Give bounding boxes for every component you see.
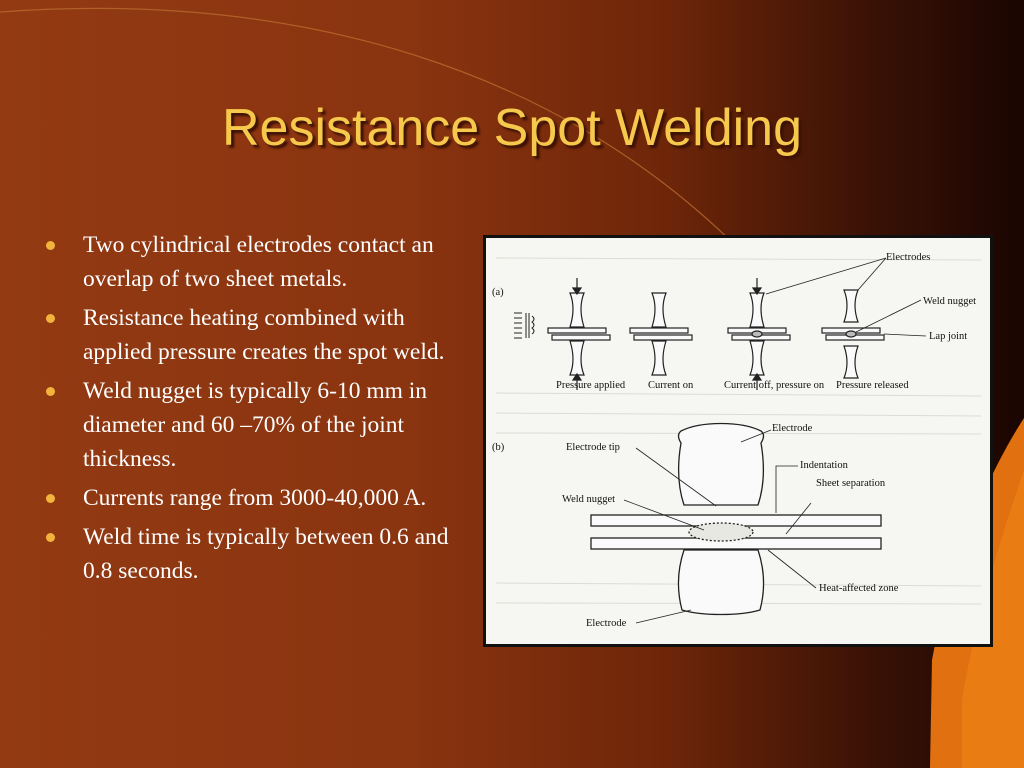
spot-welding-diagram: (a) (483, 235, 993, 647)
bullet-item: Weld nugget is typically 6-10 mm in diam… (44, 374, 454, 476)
bullet-item: Two cylindrical electrodes contact an ov… (44, 228, 454, 296)
scan-background (495, 257, 982, 605)
bullet-text: Weld time is typically between 0.6 and 0… (83, 524, 449, 584)
bullet-icon (46, 241, 55, 250)
lap-joint-label: Lap joint (929, 331, 967, 342)
bullet-text: Currents range from 3000-40,000 A. (83, 485, 427, 511)
slide-title: Resistance Spot Welding (221, 99, 803, 157)
stage-label: Pressure applied (556, 380, 626, 391)
heat-affected-zone-label: Heat-affected zone (819, 583, 899, 594)
cross-section (590, 422, 882, 616)
weld-nugget-label-b: Weld nugget (562, 494, 615, 505)
bullet-item: Weld time is typically between 0.6 and 0… (44, 520, 454, 588)
bullet-text: Two cylindrical electrodes contact an ov… (83, 232, 434, 292)
electrode-tip-label: Electrode tip (566, 442, 620, 453)
part-a-label: (a) (492, 287, 504, 298)
bullet-icon (46, 533, 55, 542)
weld-nugget-label-a: Weld nugget (923, 296, 976, 307)
leader-lines-a (765, 257, 927, 337)
bullet-icon (46, 387, 55, 396)
pressure-arrows (571, 278, 857, 390)
electrode-stage-group (547, 289, 885, 379)
stage-label: Current off, pressure on (724, 380, 825, 391)
indentation-label: Indentation (800, 460, 849, 471)
bullet-text: Resistance heating combined with applied… (83, 305, 445, 365)
electrode-bottom-label: Electrode (586, 618, 627, 629)
stage-label: Current on (648, 380, 694, 391)
bullet-item: Resistance heating combined with applied… (44, 301, 454, 369)
bullet-text: Weld nugget is typically 6-10 mm in diam… (83, 378, 428, 472)
diagram-svg: (a) (492, 252, 982, 629)
bullet-list: Two cylindrical electrodes contact an ov… (44, 228, 454, 593)
sheet-separation-label: Sheet separation (816, 478, 886, 489)
electrode-top-label: Electrode (772, 423, 813, 434)
part-b-label: (b) (492, 442, 505, 453)
bullet-icon (46, 314, 55, 323)
bullet-item: Currents range from 3000-40,000 A. (44, 481, 454, 515)
coil-icon (514, 312, 535, 339)
leader-lines-b (623, 429, 817, 624)
stage-label: Pressure released (836, 380, 909, 391)
bullet-icon (46, 494, 55, 503)
electrodes-label: Electrodes (886, 252, 930, 263)
